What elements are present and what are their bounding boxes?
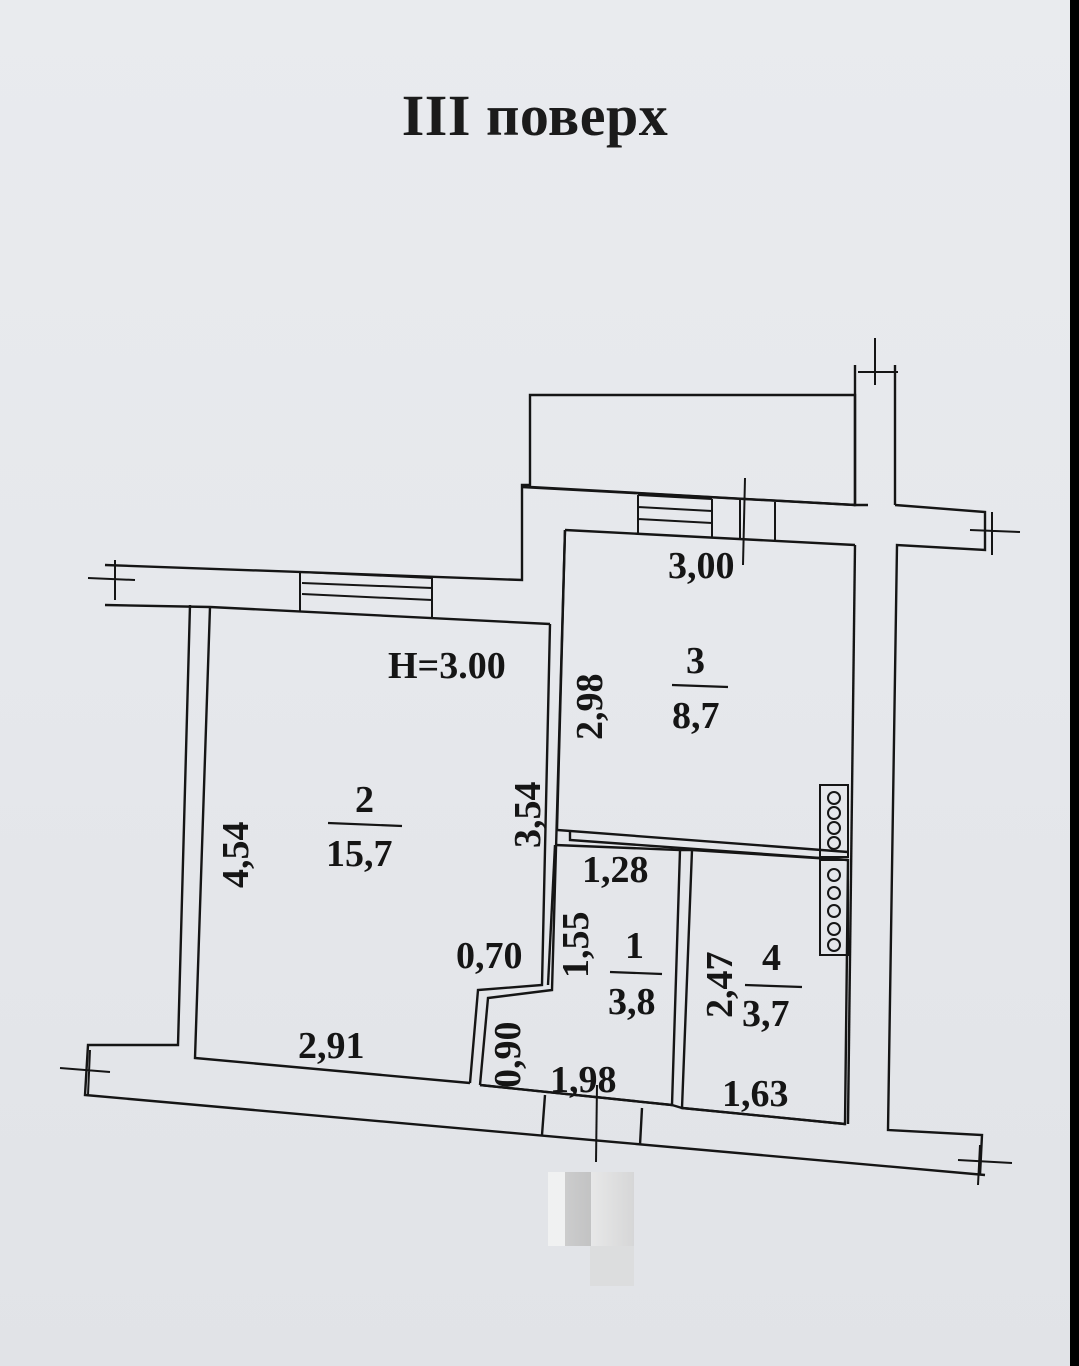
axis-marks — [59, 338, 1021, 1186]
dim-room1-top-width: 1,28 — [582, 849, 649, 891]
wall-left-outer — [83, 604, 986, 1177]
screen-edge-strip — [1070, 0, 1079, 1366]
floor-title: III поверх — [401, 83, 669, 148]
dim-niche-height: 0,90 — [487, 1022, 529, 1089]
wall-top-left-inner — [104, 603, 551, 626]
wall-top-left — [104, 483, 530, 582]
dim-room2-bottom-width: 2,91 — [298, 1025, 365, 1067]
dim-room2-right-height: 3,54 — [507, 782, 549, 849]
wall-bottom-inner — [479, 1083, 846, 1126]
wall-right-inner — [846, 544, 857, 1125]
room1-number: 1 — [625, 925, 644, 967]
dim-room2-left-height: 4,54 — [215, 822, 257, 889]
blurred-watermark — [548, 1172, 634, 1246]
dim-niche-width: 0,70 — [456, 935, 523, 977]
dim-room4-bottom-width: 1,63 — [722, 1073, 789, 1115]
balcony — [528, 393, 857, 507]
wall-room1-room4 — [671, 848, 692, 1110]
room4-area: 3,7 — [742, 993, 790, 1035]
room1-area: 3,8 — [608, 981, 656, 1023]
room2-area: 15,7 — [326, 833, 393, 875]
dim-room4-height: 2,47 — [699, 952, 741, 1019]
blurred-watermark-tail — [590, 1246, 634, 1286]
room3-area: 8,7 — [672, 695, 720, 737]
dim-room3-width: 3,00 — [668, 545, 735, 587]
dim-room1-height: 1,55 — [555, 912, 597, 979]
wall-room3-top — [521, 485, 856, 547]
wall-right-outer — [853, 365, 897, 507]
height-label: H=3.00 — [388, 645, 506, 687]
wall-room2-right-outer — [478, 529, 567, 1086]
window-room2 — [299, 571, 433, 618]
room2-number: 2 — [355, 779, 374, 821]
dim-room3-height: 2,98 — [569, 674, 611, 741]
room3-number: 3 — [686, 640, 705, 682]
room1-left-wall — [546, 844, 557, 986]
dim-room1-bottom-width: 1,98 — [550, 1059, 617, 1101]
window-room3 — [637, 494, 776, 542]
wall-room2-left — [193, 606, 471, 1085]
room4-number: 4 — [762, 937, 781, 979]
wall-room2-right — [468, 623, 552, 1084]
wall-right-exterior — [886, 503, 987, 1176]
entrance-opening — [540, 1094, 644, 1146]
area-fraction-lines — [327, 683, 803, 989]
vent-duct-room4 — [819, 859, 849, 956]
vent-duct-room3 — [819, 784, 849, 858]
